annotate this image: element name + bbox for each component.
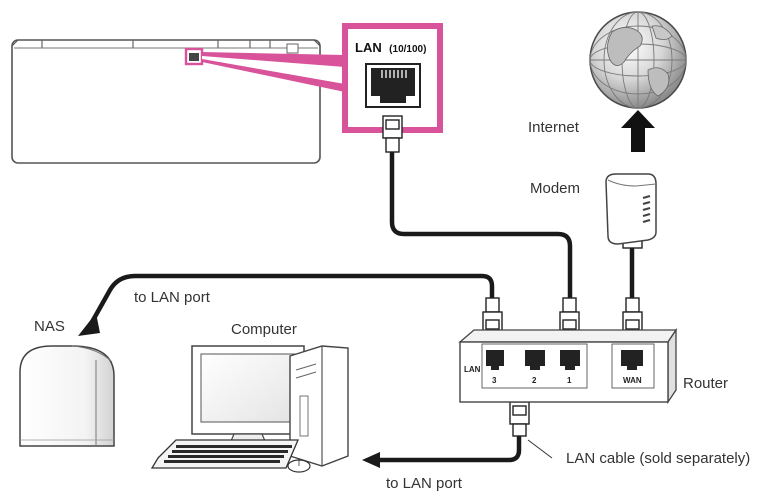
receiver-lan-jack (189, 53, 199, 61)
modem-label: Modem (530, 180, 580, 197)
lan-port-title: LAN (355, 40, 382, 55)
router-port-1 (560, 350, 580, 370)
router-port-wan (621, 350, 643, 370)
router-label: Router (683, 375, 728, 392)
rj45-jack-icon (365, 63, 421, 108)
lan-cable-leader-line (527, 439, 553, 459)
router-port-3-label: 3 (492, 376, 497, 385)
arrow-up-icon (621, 110, 655, 152)
cable-router-computer (367, 429, 522, 463)
computer-label: Computer (231, 321, 297, 338)
arrow-to-nas-icon (78, 313, 100, 336)
cable-plug-icon (382, 115, 403, 153)
globe-icon (589, 11, 687, 109)
cable-receiver-router (389, 147, 573, 303)
cable-plug-icon (622, 297, 643, 335)
router-port-2 (525, 350, 545, 370)
cable-plug-icon (559, 297, 580, 335)
internet-label: Internet (528, 119, 580, 136)
router-port-2-label: 2 (532, 376, 537, 385)
router-lan-label: LAN (464, 365, 481, 374)
router-wan-label: WAN (623, 376, 642, 385)
router-port-3 (486, 350, 504, 370)
router-port-1-label: 1 (567, 376, 572, 385)
router-device: LAN 3 2 1 WAN (458, 327, 678, 405)
lan-port-speed: (10/100) (389, 44, 426, 55)
keyboard-icon (150, 439, 299, 469)
modem-device (605, 173, 657, 245)
arrow-to-computer-icon (362, 452, 380, 468)
cable-plug-icon (509, 401, 530, 437)
lan-cable-label: LAN cable (sold separately) (566, 450, 750, 467)
to-lan-port-bottom-label: to LAN port (386, 475, 463, 492)
lan-cables (89, 147, 635, 463)
cable-plug-icon (482, 297, 503, 335)
computer-device (150, 345, 349, 473)
cable-router-nas (89, 273, 495, 325)
lan-port-callout: LAN (10/100) (342, 23, 443, 133)
to-lan-port-top-label: to LAN port (134, 289, 211, 306)
svg-text:LAN (10/100): LAN (10/100) (355, 39, 426, 56)
nas-device (19, 345, 115, 447)
nas-label: NAS (34, 318, 65, 335)
